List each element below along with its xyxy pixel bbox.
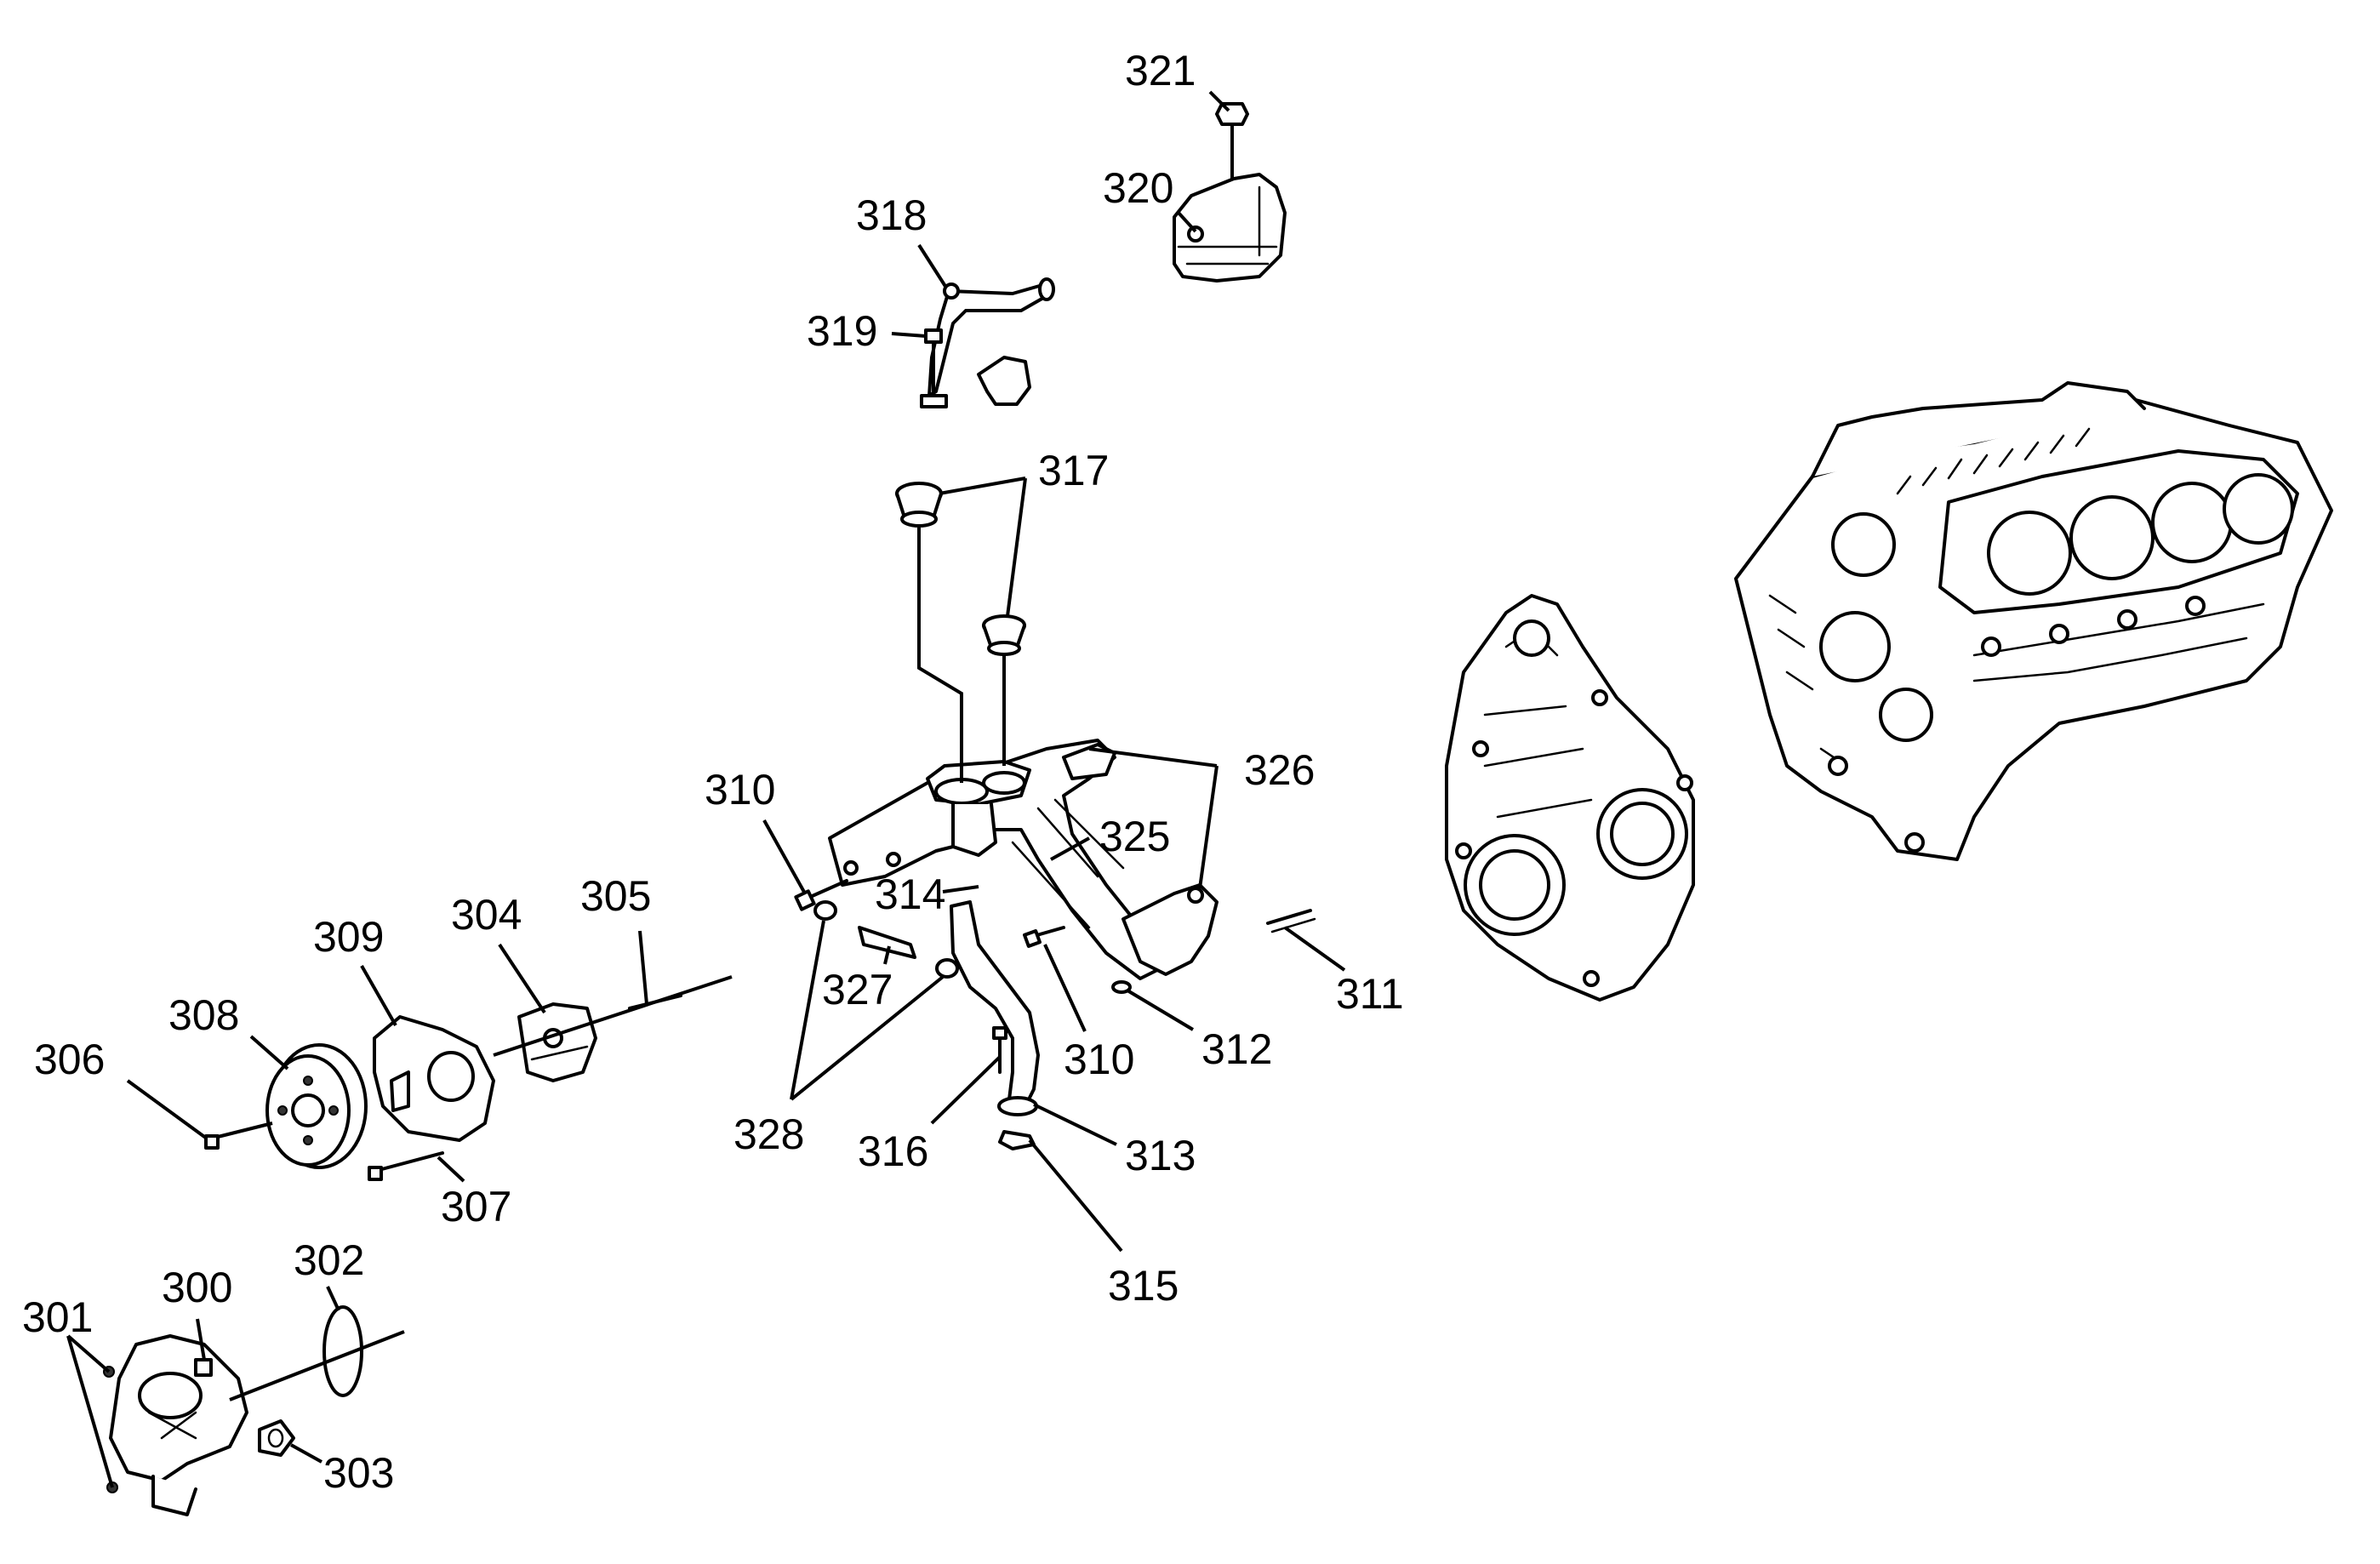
leader-lines: [66, 90, 1346, 1488]
label-301: 301: [22, 1293, 93, 1341]
label-318: 318: [856, 191, 927, 239]
water-outlet-assembly: [828, 739, 1219, 980]
label-328: 328: [733, 1110, 804, 1158]
label-300: 300: [162, 1264, 232, 1311]
label-308: 308: [168, 991, 239, 1039]
label-327: 327: [822, 966, 893, 1013]
plug-328-a: [813, 900, 837, 921]
label-321: 321: [1125, 47, 1196, 94]
label-303: 303: [323, 1449, 394, 1497]
label-305: 305: [580, 872, 651, 920]
thermostat-317-b: [982, 614, 1026, 656]
bolt-307: [368, 1151, 444, 1181]
gasket-303: [258, 1419, 295, 1457]
label-316: 316: [858, 1127, 928, 1175]
label-311: 311: [1336, 970, 1404, 1018]
thermostat-317-a: [895, 482, 943, 528]
dowel-327: [858, 926, 916, 959]
callout-labels: 321 320 318 319 317 326 325 310 314 311 …: [22, 47, 1404, 1497]
label-325: 325: [1099, 813, 1170, 860]
stud-311: [1266, 909, 1316, 933]
seal-302: [322, 1305, 363, 1397]
nut-306: [204, 1134, 220, 1150]
water-pump-309: [373, 1015, 495, 1142]
bolt-316: [992, 1026, 1007, 1074]
housing-300: [109, 1334, 248, 1516]
label-313: 313: [1125, 1132, 1196, 1179]
label-310-b: 310: [1064, 1036, 1134, 1083]
housing-320: [1173, 173, 1287, 283]
label-302: 302: [294, 1236, 364, 1284]
bolt-310-a: [794, 879, 848, 911]
label-312: 312: [1201, 1025, 1272, 1073]
label-317: 317: [1038, 447, 1109, 494]
label-304: 304: [451, 891, 522, 939]
label-314: 314: [875, 870, 945, 918]
plug-328-b: [935, 958, 959, 979]
label-319: 319: [807, 307, 877, 355]
engine-block: [1734, 381, 2333, 861]
front-cover: [1445, 594, 1695, 1002]
pipe-318: [927, 277, 1055, 406]
label-310-a: 310: [705, 766, 775, 813]
washer-312: [1111, 980, 1132, 994]
label-320: 320: [1103, 164, 1173, 212]
bracket-304: [517, 1002, 597, 1082]
label-309: 309: [313, 913, 384, 961]
label-307: 307: [441, 1183, 511, 1230]
label-315: 315: [1108, 1262, 1179, 1310]
label-326: 326: [1244, 746, 1315, 794]
pulley-308: [265, 1043, 368, 1169]
bolt-310-b: [1023, 926, 1065, 948]
label-306: 306: [34, 1036, 105, 1083]
